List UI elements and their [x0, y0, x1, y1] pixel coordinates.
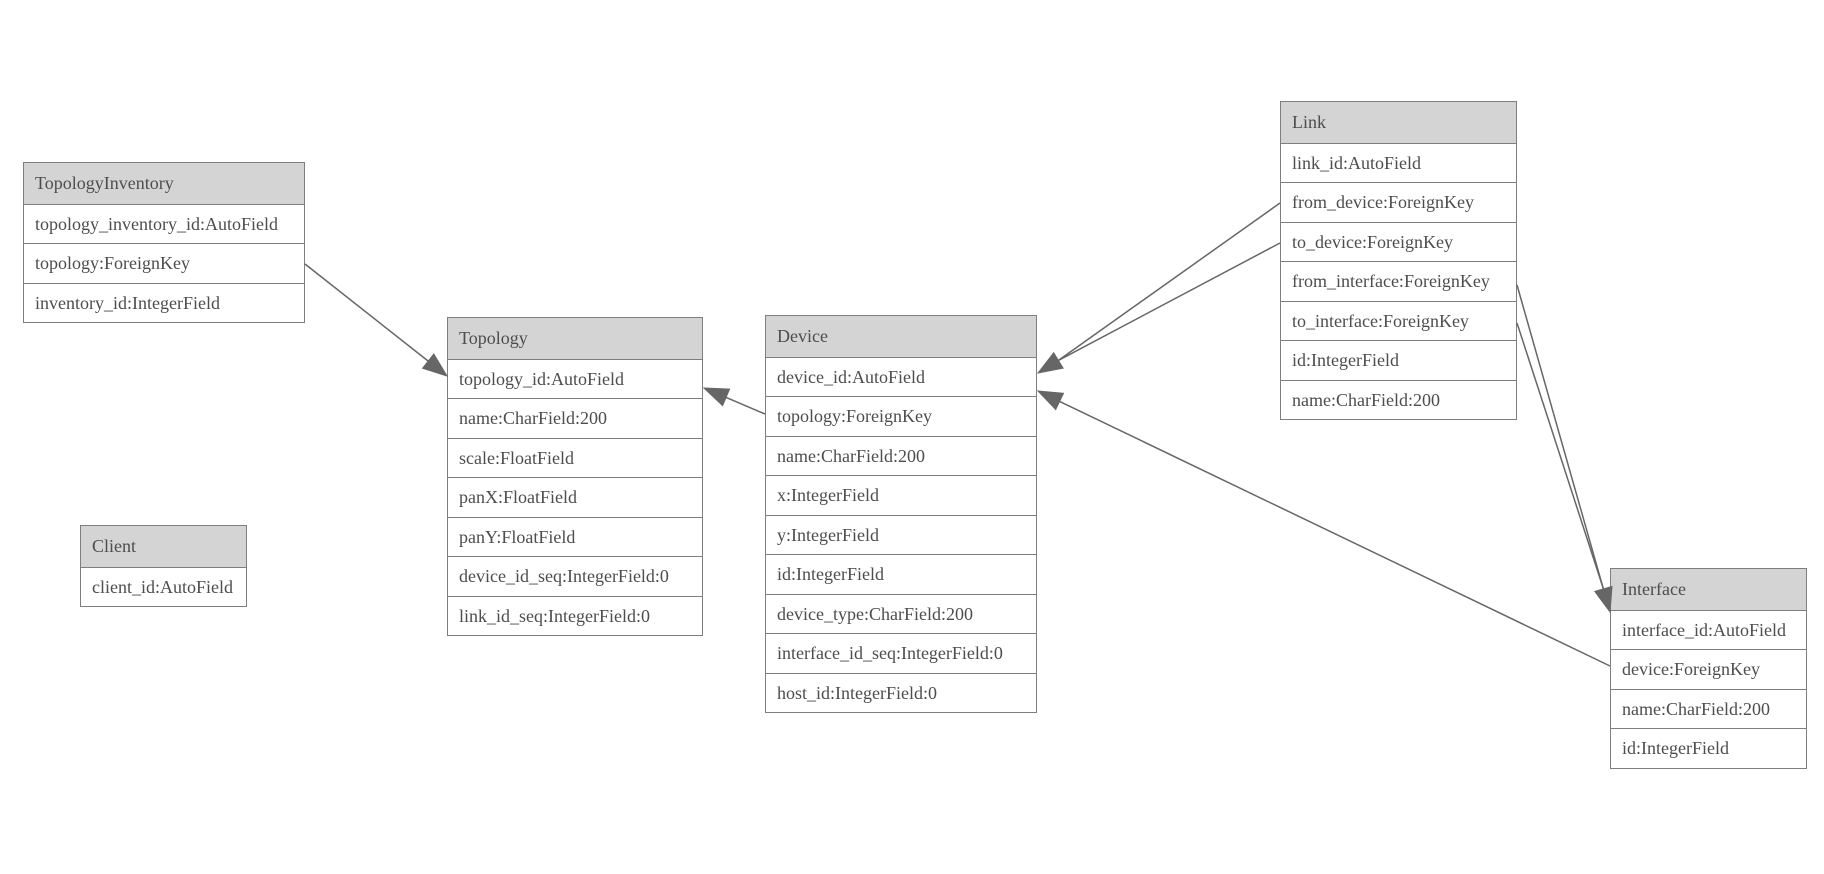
arrowhead-device-topology	[702, 387, 731, 407]
entity-interface-title: Interface	[1611, 569, 1806, 611]
edge-link-tointerface-interface	[1516, 322, 1605, 590]
field-link-to-device: to_device:ForeignKey	[1281, 222, 1516, 262]
field-topology-device-id-seq: device_id_seq:IntegerField:0	[448, 557, 702, 597]
field-device-type: device_type:CharField:200	[766, 594, 1036, 634]
field-client-id: client_id:AutoField	[81, 567, 246, 606]
field-topology-panx: panX:FloatField	[448, 478, 702, 518]
field-interface-name: name:CharField:200	[1611, 689, 1806, 729]
field-device-host-id: host_id:IntegerField:0	[766, 673, 1036, 712]
field-topology-inventory-id: topology_inventory_id:AutoField	[24, 204, 304, 244]
field-topology-pany: panY:FloatField	[448, 517, 702, 557]
field-link-name: name:CharField:200	[1281, 380, 1516, 419]
field-topology-id: topology_id:AutoField	[448, 359, 702, 399]
entity-client: Client client_id:AutoField	[80, 525, 247, 607]
entity-client-title: Client	[81, 526, 246, 568]
field-device-x: x:IntegerField	[766, 476, 1036, 516]
field-topology-fk: topology:ForeignKey	[24, 244, 304, 284]
field-device-id2: id:IntegerField	[766, 555, 1036, 595]
entity-topology-inventory: TopologyInventory topology_inventory_id:…	[23, 162, 305, 323]
arrowhead-topologyinventory-topology	[421, 353, 449, 377]
field-topology-name: name:CharField:200	[448, 399, 702, 439]
entity-link-title: Link	[1281, 102, 1516, 144]
edge-link-fromdevice-device	[1057, 202, 1281, 362]
field-interface-id2: id:IntegerField	[1611, 729, 1806, 768]
field-link-id: link_id:AutoField	[1281, 143, 1516, 183]
field-link-from-device: from_device:ForeignKey	[1281, 183, 1516, 223]
edge-link-frominterface-interface	[1516, 284, 1605, 590]
field-device-interface-id-seq: interface_id_seq:IntegerField:0	[766, 634, 1036, 674]
field-topology-link-id-seq: link_id_seq:IntegerField:0	[448, 596, 702, 635]
field-topology-scale: scale:FloatField	[448, 438, 702, 478]
arrowhead-interface-device	[1036, 390, 1065, 411]
entity-topology: Topology topology_id:AutoField name:Char…	[447, 317, 703, 636]
entity-topology-inventory-title: TopologyInventory	[24, 163, 304, 205]
entity-link: Link link_id:AutoField from_device:Forei…	[1280, 101, 1517, 420]
field-link-id2: id:IntegerField	[1281, 341, 1516, 381]
entity-interface: Interface interface_id:AutoField device:…	[1610, 568, 1807, 769]
field-device-topology-fk: topology:ForeignKey	[766, 397, 1036, 437]
field-device-id: device_id:AutoField	[766, 357, 1036, 397]
entity-topology-title: Topology	[448, 318, 702, 360]
entity-device-title: Device	[766, 316, 1036, 358]
field-device-name: name:CharField:200	[766, 436, 1036, 476]
field-interface-device-fk: device:ForeignKey	[1611, 650, 1806, 690]
edge-device-topology	[725, 396, 766, 415]
field-device-y: y:IntegerField	[766, 515, 1036, 555]
field-interface-id: interface_id:AutoField	[1611, 610, 1806, 650]
field-link-to-interface: to_interface:ForeignKey	[1281, 301, 1516, 341]
field-link-from-interface: from_interface:ForeignKey	[1281, 262, 1516, 302]
edge-link-todevice-device	[1058, 242, 1281, 362]
field-inventory-id: inventory_id:IntegerField	[24, 283, 304, 322]
entity-device: Device device_id:AutoField topology:Fore…	[765, 315, 1037, 713]
arrowhead-link-device	[1036, 351, 1064, 374]
edge-interface-device	[1059, 400, 1611, 667]
edge-topologyinventory-topology	[304, 263, 429, 362]
